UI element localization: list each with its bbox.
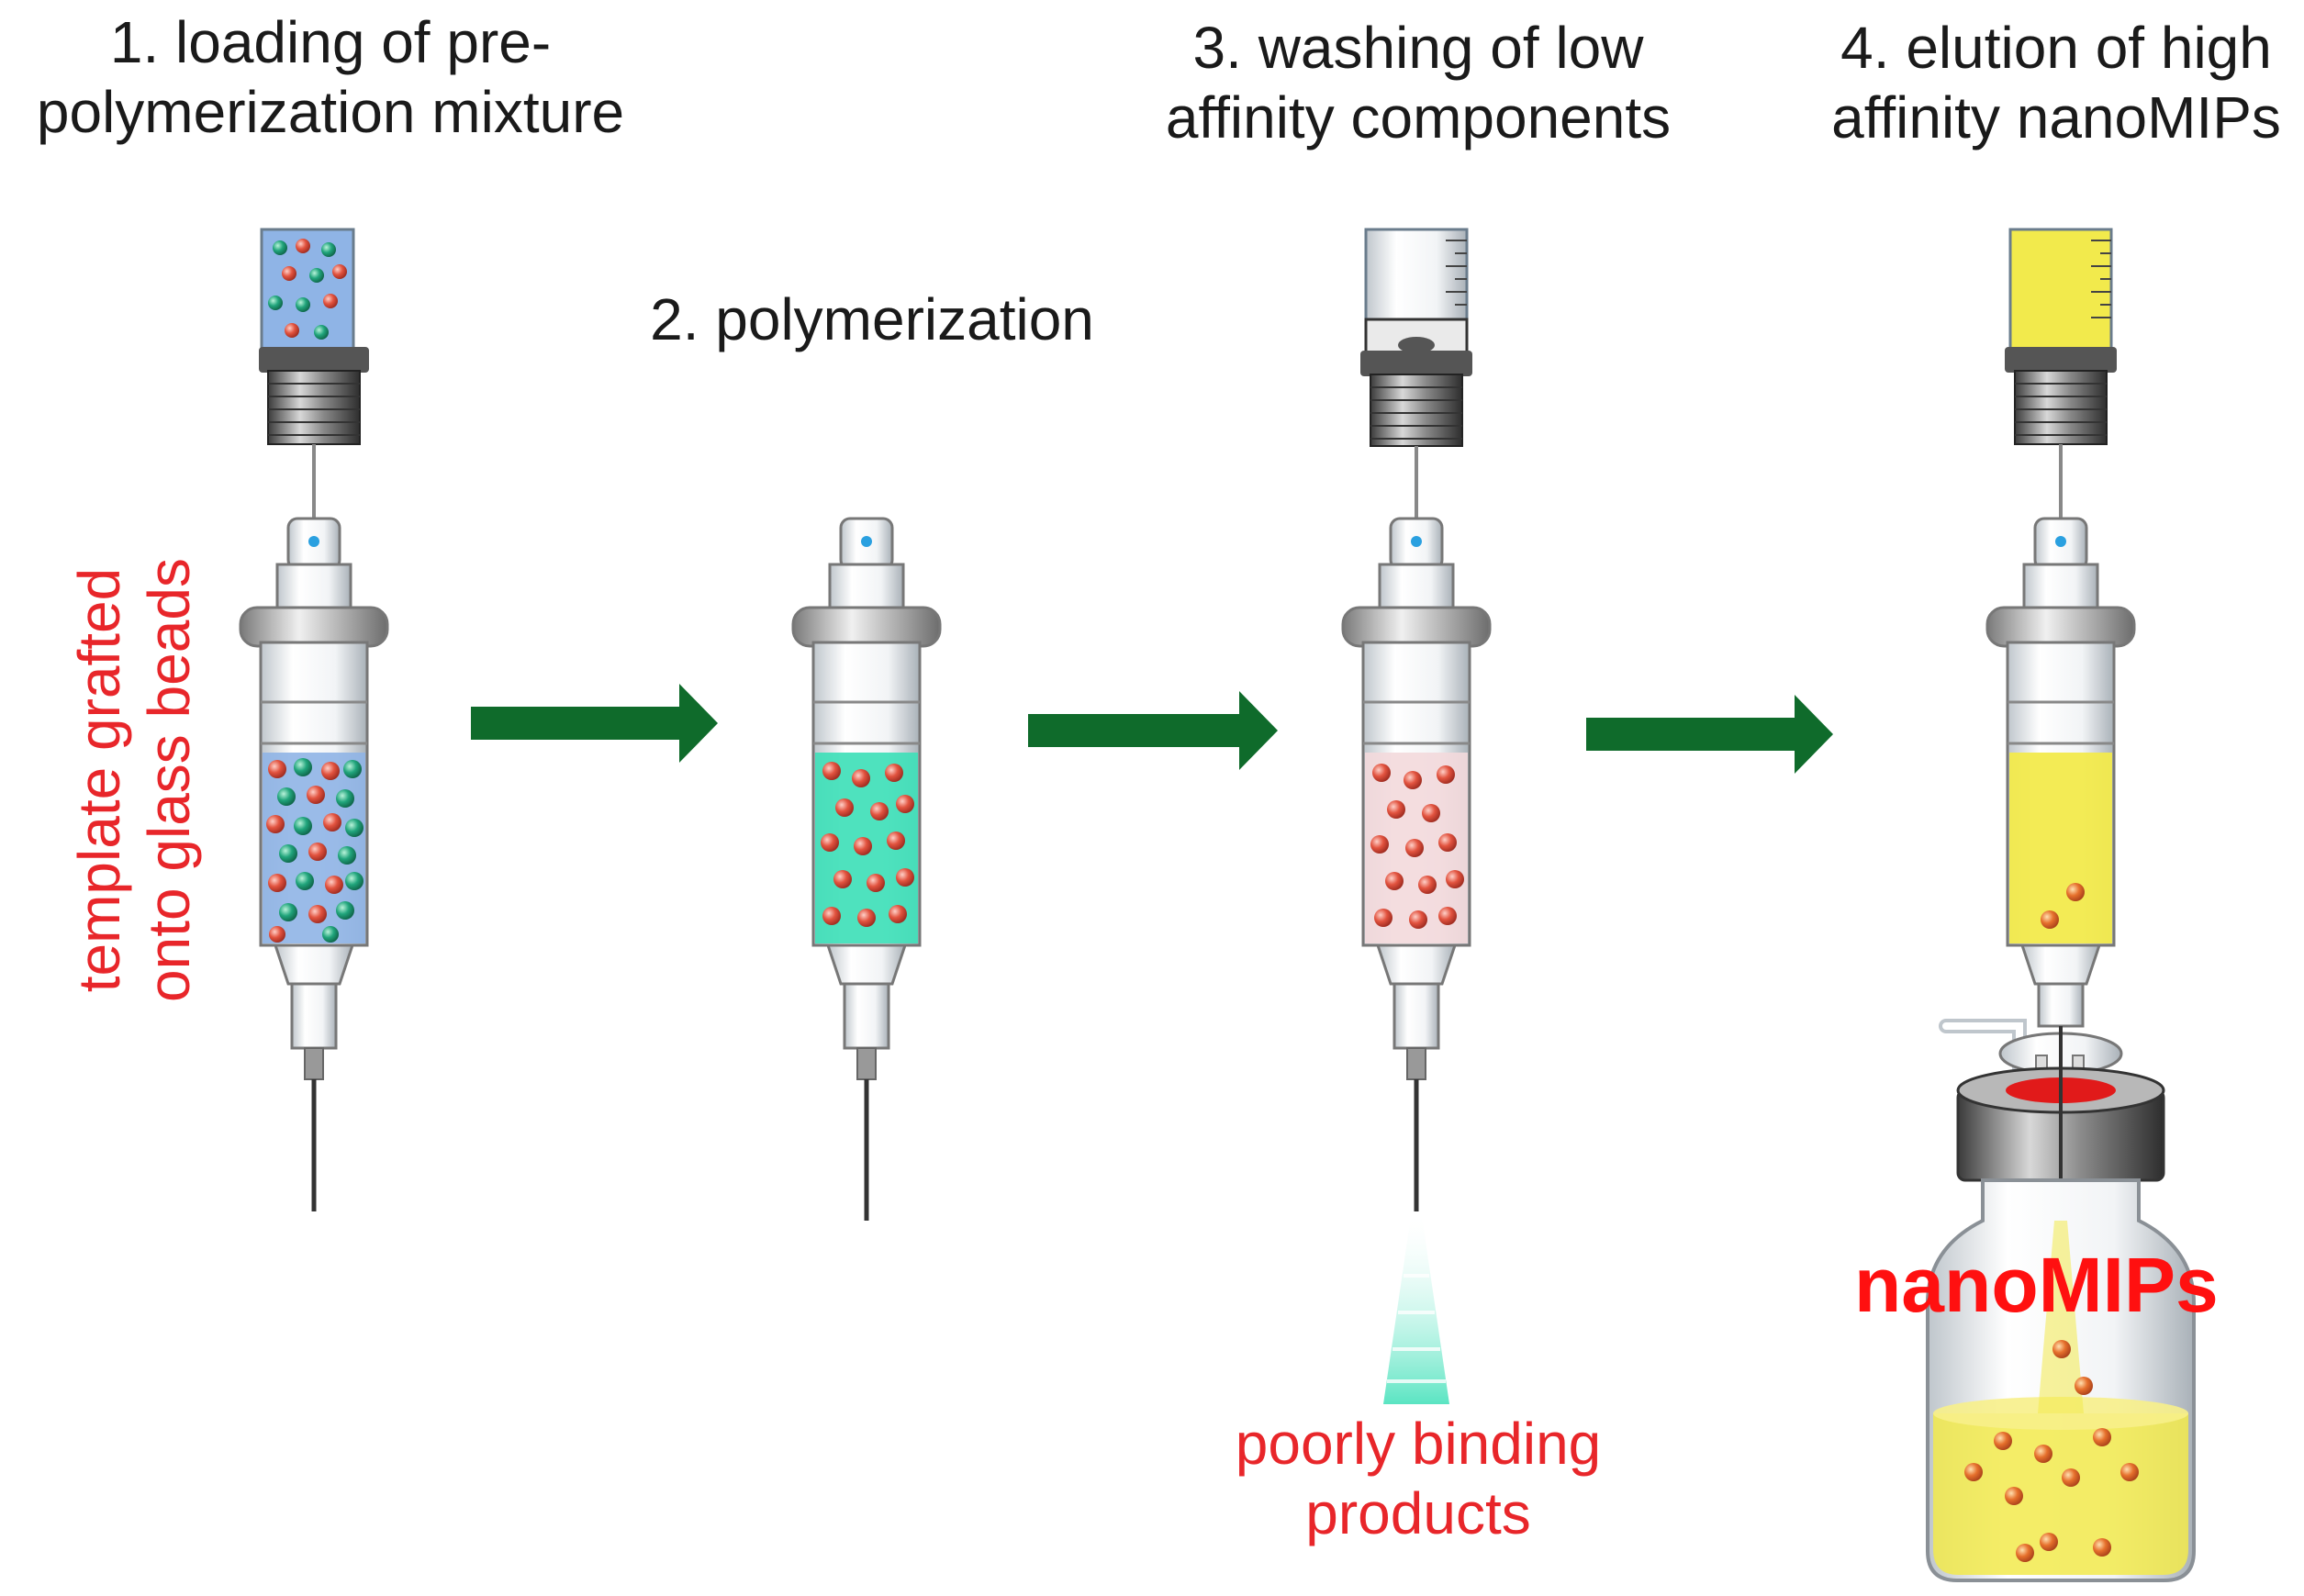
template-label-line2: onto glass beads <box>136 558 202 1002</box>
poorly-binding-line2: products <box>1305 1480 1531 1546</box>
step-3-title-line2: affinity components <box>1165 84 1672 151</box>
syringe-3-icon <box>1360 228 1472 519</box>
step-1-title-line1: 1. loading of pre- <box>109 9 552 75</box>
poorly-binding-line1: poorly binding <box>1235 1411 1602 1477</box>
syringe-1-icon <box>259 228 369 519</box>
step-4-title: 4. elution of high affinity nanoMIPs <box>1799 13 2304 152</box>
template-label-line1: template grafted <box>66 567 132 993</box>
step-4-title-line1: 4. elution of high <box>1840 15 2272 81</box>
step-2-title-line1: 2. polymerization <box>650 286 1094 352</box>
poorly-binding-label: poorly binding products <box>1189 1409 1648 1548</box>
collection-vial-icon <box>1926 1019 2196 1582</box>
arrow-right-icon <box>1028 691 1278 770</box>
column-2-icon <box>791 517 942 1221</box>
step-4-title-line2: affinity nanoMIPs <box>1831 84 2281 151</box>
arrow-right-icon <box>1586 695 1833 774</box>
nanomips-label: nanoMIPs <box>1854 1242 2219 1328</box>
column-3-icon <box>1341 517 1492 1404</box>
step-2-title: 2. polymerization <box>587 285 1157 354</box>
step-1-title-line2: polymerization mixture <box>36 79 625 145</box>
arrow-right-icon <box>471 684 718 763</box>
syringe-4-icon <box>2005 228 2117 519</box>
column-4-icon <box>1985 517 2136 1028</box>
step-3-title: 3. washing of low affinity components <box>1124 13 1712 152</box>
template-label: template grafted onto glass beads <box>64 523 211 1037</box>
washout-jet <box>1383 1216 1449 1404</box>
step-1-title: 1. loading of pre- polymerization mixtur… <box>0 7 661 147</box>
column-1-icon <box>239 517 389 1211</box>
step-3-title-line1: 3. washing of low <box>1192 15 1644 81</box>
